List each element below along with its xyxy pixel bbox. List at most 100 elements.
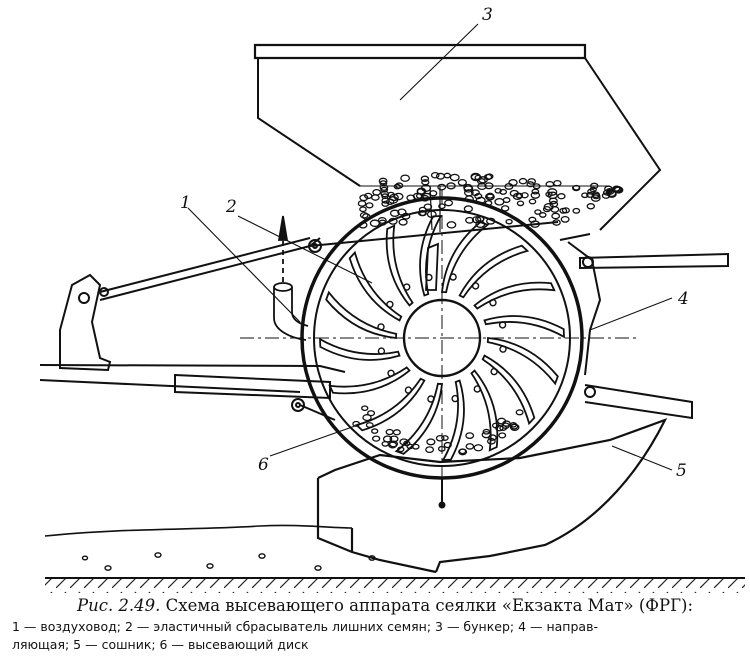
disc-hole [471, 282, 480, 290]
seed [485, 193, 495, 201]
disc-hole [386, 300, 394, 309]
label-6: 6 [258, 455, 269, 475]
seed [372, 188, 382, 196]
seed [435, 172, 445, 180]
seed [411, 443, 420, 450]
seed [516, 200, 525, 207]
seed [484, 182, 494, 190]
seed [505, 218, 513, 225]
seed [362, 414, 372, 422]
frame-linkage [39, 221, 729, 421]
seed [403, 440, 411, 447]
seed [560, 215, 570, 223]
seed [464, 189, 474, 197]
disc-slot [483, 315, 565, 339]
seed [379, 184, 389, 191]
air-duct [273, 215, 309, 341]
label-5: 5 [676, 461, 687, 481]
disc-hole [451, 394, 459, 403]
seed [559, 207, 568, 214]
seed [539, 212, 547, 218]
disc-slot [473, 281, 556, 310]
label-3: 3 [482, 5, 493, 25]
disc-slot [348, 250, 403, 322]
seed [365, 202, 374, 209]
seed [388, 441, 398, 449]
seed [314, 565, 322, 571]
seed [590, 194, 601, 202]
seed [458, 448, 468, 456]
seed [473, 444, 484, 452]
caption-legend: 1 — воздуховод; 2 — эластичный сбрасыват… [12, 618, 740, 654]
seed [371, 428, 379, 434]
seed [387, 191, 395, 198]
seed [394, 182, 404, 189]
caption-title-line: Рис. 2.49. Схема высевающего аппарата се… [20, 596, 750, 616]
label-1: 1 [180, 193, 191, 213]
seed [589, 182, 599, 190]
diagram-figure: 3 1 2 4 5 6 [39, 5, 745, 593]
seed [494, 187, 502, 194]
figure-number: Рис. 2.49. [76, 596, 161, 615]
seed [463, 205, 473, 213]
disc-hole [490, 367, 498, 376]
disc-hole [377, 347, 386, 355]
seed [470, 189, 480, 197]
seed [491, 422, 500, 429]
seed [477, 182, 487, 191]
soil-surface [44, 524, 745, 593]
seed [381, 197, 390, 204]
seed [397, 446, 405, 453]
seed [389, 209, 400, 217]
seed [425, 446, 435, 454]
seed [527, 178, 537, 185]
seed [471, 216, 482, 224]
seed [400, 174, 411, 182]
disc-slot [319, 337, 401, 361]
seed [613, 186, 624, 194]
disc-hole [449, 273, 457, 281]
seed [508, 179, 518, 187]
seed [531, 188, 540, 195]
disc-slot [325, 290, 398, 339]
seed [429, 190, 438, 197]
seed [385, 428, 394, 436]
seed [154, 552, 162, 558]
seed [449, 173, 460, 182]
disc-hole [377, 323, 385, 331]
seed [370, 194, 380, 201]
seed [361, 405, 369, 412]
seed [534, 209, 542, 215]
seed [443, 172, 452, 179]
seed [532, 183, 541, 190]
seed [465, 432, 475, 440]
seed [557, 193, 566, 200]
seed [486, 437, 496, 445]
legend-line-1: 1 — воздуховод; 2 — эластичный сбрасыват… [12, 619, 598, 634]
seed [499, 188, 508, 195]
seed [104, 565, 112, 571]
seed [465, 443, 475, 450]
seed [545, 191, 553, 198]
seed [435, 434, 445, 442]
seed [437, 183, 447, 191]
seed [357, 200, 367, 207]
seed [430, 171, 440, 179]
seed [586, 203, 596, 210]
seeding-disc [240, 190, 640, 509]
seed [381, 200, 390, 207]
seed [372, 435, 381, 442]
seed [359, 211, 369, 219]
disc-hole [403, 283, 411, 291]
disc-hole [404, 386, 413, 394]
seed [587, 188, 596, 195]
label-2: 2 [225, 197, 237, 217]
seed [509, 423, 520, 431]
seed [367, 410, 376, 417]
seed [420, 184, 432, 192]
seed [498, 432, 507, 439]
leader-lines [187, 23, 673, 471]
legend-line-2: ляющая; 5 — сошник; 6 — высевающий диск [12, 637, 309, 652]
seed [378, 177, 388, 185]
seed [581, 192, 589, 199]
